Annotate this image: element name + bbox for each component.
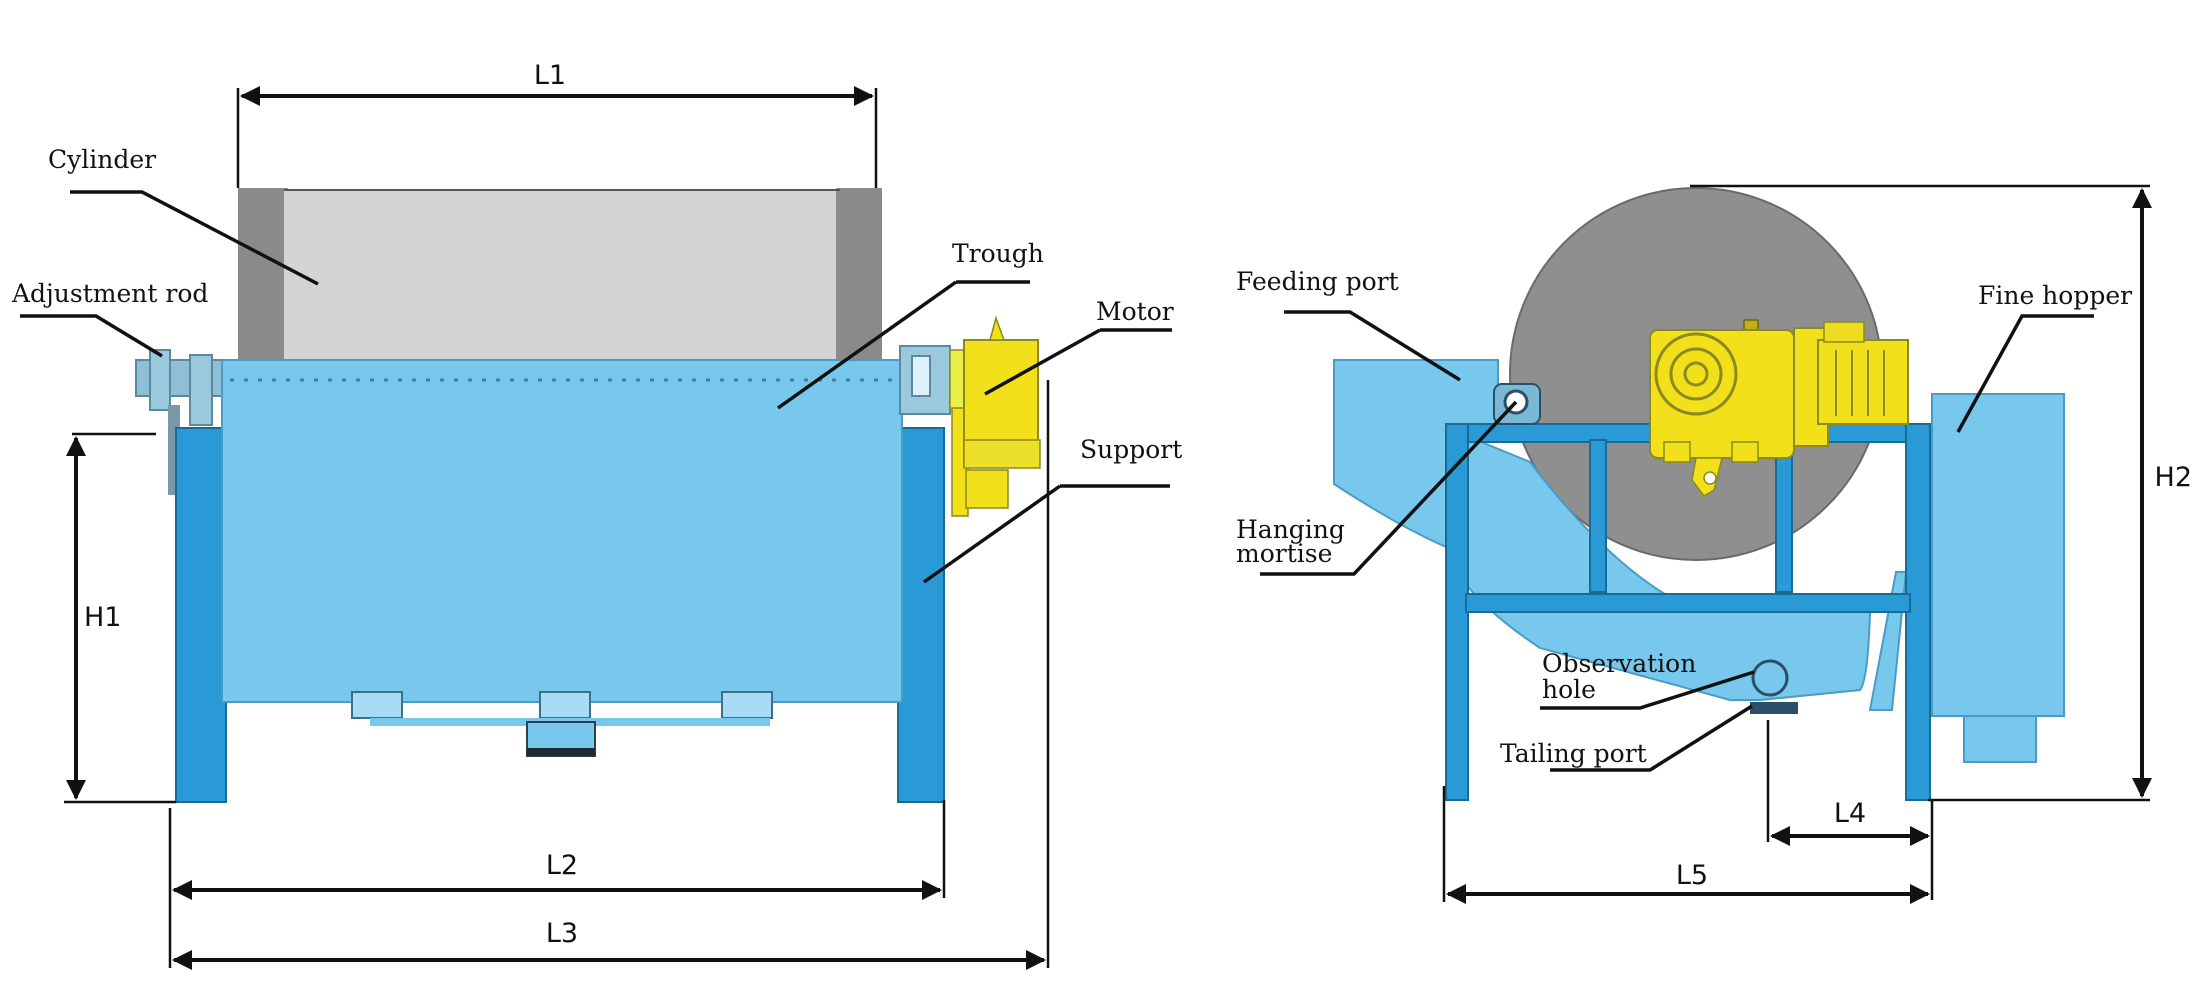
label-cylinder: Cylinder bbox=[48, 145, 156, 174]
dimension-l5: L5 bbox=[1676, 860, 1708, 891]
label-motor: Motor bbox=[1096, 297, 1174, 326]
trough-shape bbox=[221, 359, 903, 757]
label-tailing-port: Tailing port bbox=[1500, 739, 1647, 768]
right-support bbox=[897, 427, 945, 803]
cylinder-shape bbox=[238, 188, 882, 363]
label-observation-hole-line1: Observation bbox=[1542, 649, 1696, 678]
label-support: Support bbox=[1080, 435, 1182, 464]
label-feeding-port: Feeding port bbox=[1236, 267, 1399, 296]
dimension-h1: H1 bbox=[84, 602, 121, 633]
side-motor-shape bbox=[1649, 319, 1909, 497]
label-adjustment-rod: Adjustment rod bbox=[11, 279, 208, 308]
label-hanging-mortise-line1: Hanging bbox=[1236, 515, 1345, 544]
dimension-l2: L2 bbox=[546, 850, 578, 881]
front-view bbox=[20, 86, 1172, 970]
observation-hole-shape bbox=[1751, 659, 1789, 697]
label-observation-hole-line2: hole bbox=[1542, 675, 1596, 704]
side-view bbox=[1260, 184, 2152, 904]
label-hanging-mortise-line2: mortise bbox=[1236, 539, 1332, 568]
left-support bbox=[175, 427, 227, 803]
dimension-h2: H2 bbox=[2155, 462, 2192, 493]
label-trough: Trough bbox=[952, 239, 1044, 268]
dimension-l1: L1 bbox=[534, 60, 566, 91]
label-fine-hopper: Fine hopper bbox=[1978, 281, 2132, 310]
dimension-l4: L4 bbox=[1834, 798, 1866, 829]
motor-shape bbox=[899, 315, 1041, 517]
fine-hopper-shape bbox=[1931, 393, 2065, 763]
dimension-l3: L3 bbox=[546, 918, 578, 949]
